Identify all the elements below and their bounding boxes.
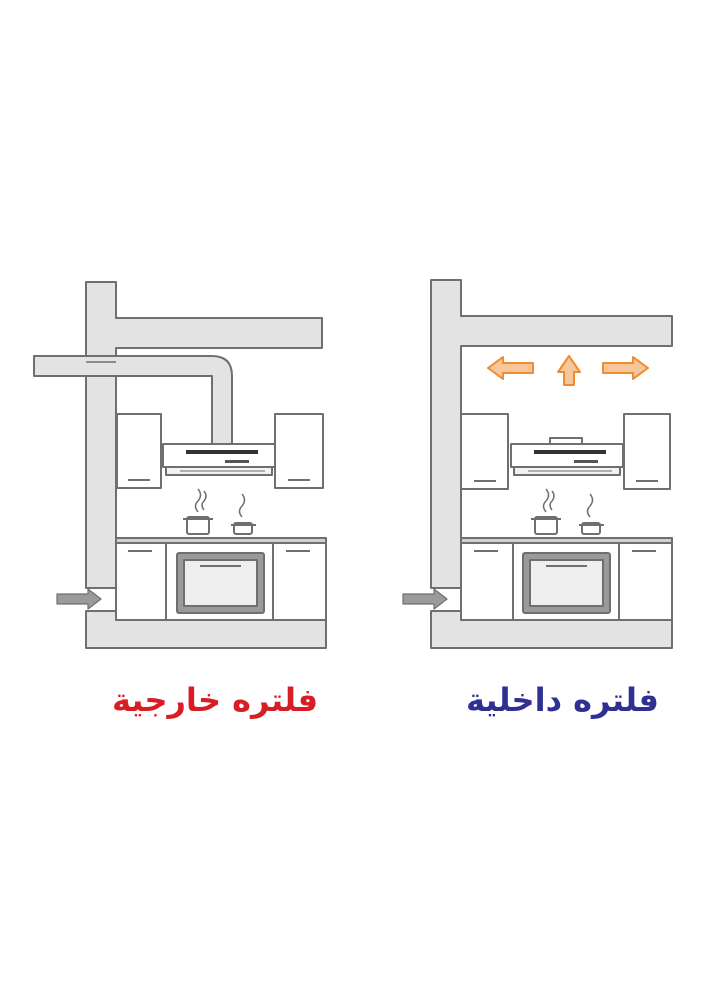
internal-filter-label: فلتره داخلية	[466, 681, 659, 719]
steaming-pot	[183, 488, 256, 535]
left-arrow-icon	[487, 356, 534, 380]
inlet-arrow	[402, 588, 448, 610]
wall-right	[430, 279, 673, 589]
oven	[512, 542, 620, 621]
base-cabinet	[618, 542, 673, 621]
inlet-arrow	[56, 588, 102, 610]
upper-cabinet	[623, 413, 671, 490]
base-cabinet	[272, 542, 327, 621]
upper-cabinet	[460, 413, 509, 490]
upper-cabinet	[116, 413, 162, 489]
external-filter-label: فلتره خارجية	[111, 681, 319, 719]
up-arrow-icon	[557, 355, 581, 386]
range-hood	[162, 443, 276, 476]
external-filter-panel	[33, 281, 327, 649]
base-cabinet	[115, 542, 167, 621]
upward-airflow-arrows	[487, 355, 649, 386]
upper-cabinet	[274, 413, 324, 489]
steaming-pot	[531, 488, 604, 535]
base-cabinet	[460, 542, 514, 621]
oven	[165, 542, 274, 621]
exhaust-duct	[33, 355, 233, 449]
range-hood	[510, 437, 624, 476]
right-arrow-icon	[602, 356, 649, 380]
internal-filter-panel	[402, 279, 673, 649]
wall-left	[85, 281, 323, 589]
